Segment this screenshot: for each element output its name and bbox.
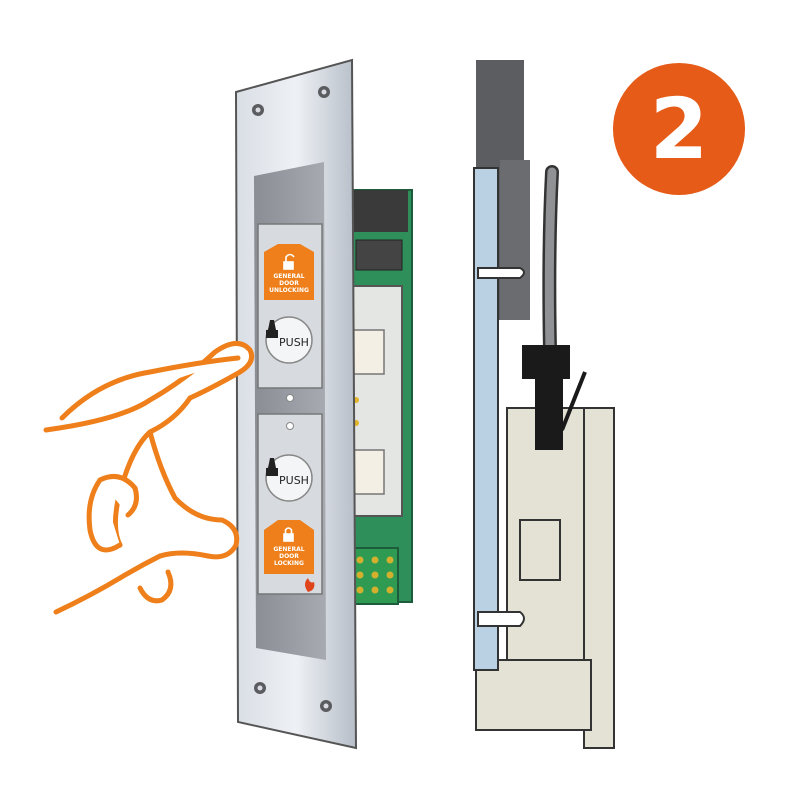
step-badge: 2 <box>613 63 745 195</box>
hand-pointing-icon <box>43 341 255 615</box>
unlock-label-line-2: DOOR <box>279 280 299 287</box>
unlock-label-tag <box>264 244 314 300</box>
padlock-closed-icon <box>283 527 294 542</box>
front-plate: GENERAL DOOR UNLOCKING PUSH PUSH GENERAL… <box>234 58 358 750</box>
plate-edge <box>473 167 499 671</box>
unlock-push-text: PUSH <box>279 336 309 349</box>
lock-label-line-1: GENERAL <box>273 546 304 553</box>
connector <box>522 345 570 379</box>
hand-push-icon <box>266 320 278 338</box>
step-number: 2 <box>650 80 708 178</box>
side-section-view <box>473 60 615 749</box>
unlock-push-button[interactable] <box>265 316 313 364</box>
padlock-open-icon <box>283 253 295 270</box>
lock-push-text: PUSH <box>279 474 309 487</box>
lock-label-line-2: DOOR <box>279 553 299 560</box>
unlock-label-line-1: GENERAL <box>273 273 304 280</box>
lock-label-line-3: LOCKING <box>274 560 304 567</box>
unlock-label-line-3: UNLOCKING <box>269 287 309 294</box>
hand-push-icon <box>266 458 278 476</box>
fire-icon <box>305 578 315 592</box>
lock-push-button[interactable] <box>265 454 313 502</box>
lock-label-tag <box>264 520 314 574</box>
